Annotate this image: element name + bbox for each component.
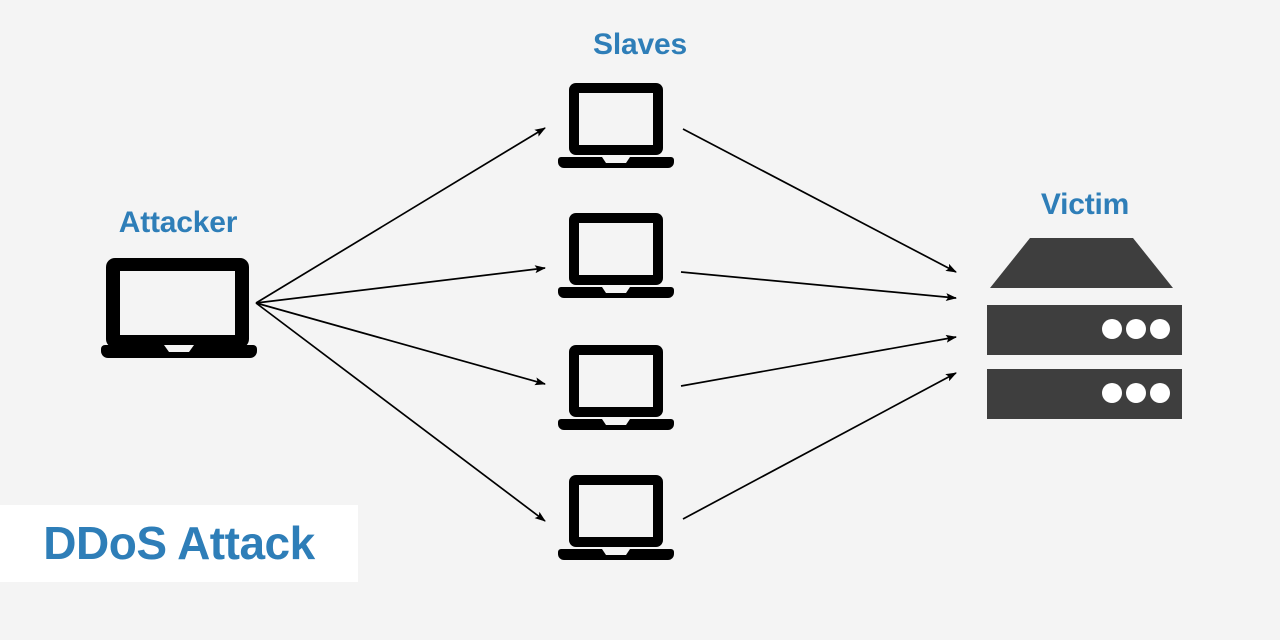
slave-laptop-1[interactable] [558,83,674,168]
slaves-to-victim-arrows [680,128,957,520]
server-indicator-light [1150,383,1170,403]
attacker-to-slaves-arrows [255,127,546,522]
laptop-base-notch [602,549,630,555]
page-title: DDoS Attack [43,517,315,569]
laptop-base-notch [602,419,630,425]
laptop-screen-display [120,271,235,335]
laptop-base-notch [164,345,194,352]
victim-server[interactable] [987,238,1182,419]
server-rack-unit-1 [987,305,1182,355]
server-indicator-light [1126,319,1146,339]
slave-laptop-2[interactable] [558,213,674,298]
laptop-base-notch [602,157,630,163]
laptop-screen-display [579,355,653,407]
arrow-attacker-to-slave-1 [255,127,546,304]
victim-label: Victim [1040,188,1130,221]
title-banner [0,505,358,582]
server-rack-unit-2 [987,369,1182,419]
laptop-screen-display [579,485,653,537]
laptop-screen-display [579,223,653,275]
slaves-label: Slaves [593,28,687,61]
slave-laptop-4[interactable] [558,475,674,560]
arrow-attacker-to-slave-3 [255,302,546,386]
arrow-slave-4-to-victim [682,372,957,520]
server-indicator-light [1102,383,1122,403]
laptop-screen-display [579,93,653,145]
server-indicator-light [1102,319,1122,339]
server-unit-body [987,369,1182,419]
arrow-slave-2-to-victim [680,271,957,302]
laptop-base-notch [602,287,630,293]
arrow-slave-3-to-victim [680,334,957,387]
server-indicator-light [1150,319,1170,339]
arrow-attacker-to-slave-4 [255,302,546,522]
attacker-laptop[interactable] [101,258,257,358]
attacker-label: Attacker [118,206,238,239]
arrow-slave-1-to-victim [682,128,957,273]
slave-laptop-3[interactable] [558,345,674,430]
arrow-attacker-to-slave-2 [255,265,546,304]
server-indicator-light [1126,383,1146,403]
server-top-trapezoid [990,238,1173,288]
server-unit-body [987,305,1182,355]
